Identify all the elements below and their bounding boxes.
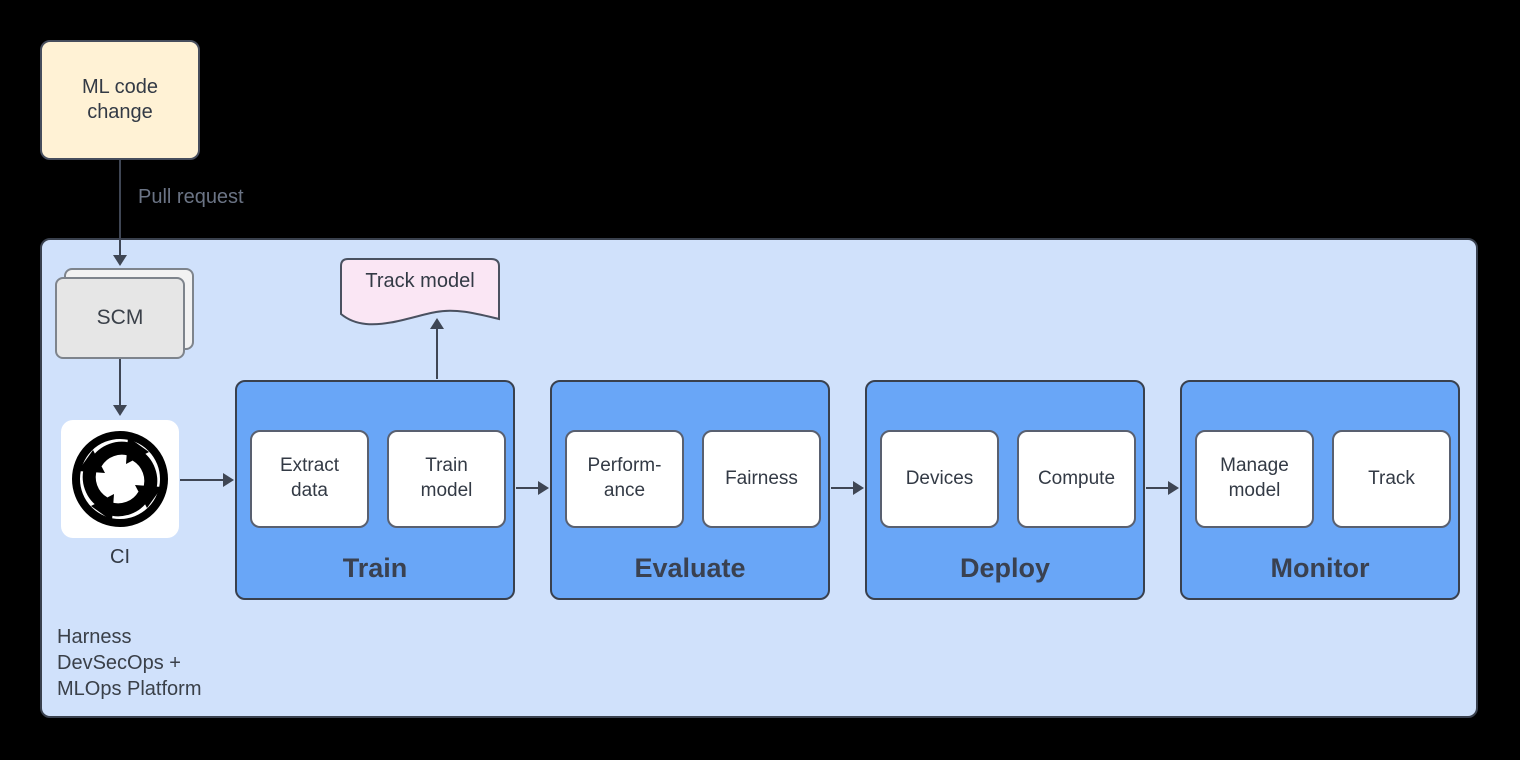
ml-code-change-label: ML code change: [82, 76, 158, 123]
track-model-label: Track model: [365, 270, 475, 292]
ml-code-change-node: ML code change: [40, 40, 200, 160]
document-shape: [340, 258, 500, 326]
ci-to-train-arrow: [180, 473, 234, 487]
train-item-train-model: Train model: [387, 430, 506, 528]
platform-label-line-2: DevSecOps +: [57, 652, 181, 674]
monitor-item-manage-model: Manage model: [1195, 430, 1314, 528]
pull-request-label: Pull request: [138, 186, 244, 208]
scm-label: SCM: [96, 306, 144, 329]
stage-monitor: Manage model Track Monitor: [1180, 380, 1460, 600]
monitor-item-track: Track: [1332, 430, 1451, 528]
pull-request-arrow: [113, 160, 127, 266]
train-to-evaluate-arrow: [516, 481, 549, 495]
deploy-item-devices: Devices: [880, 430, 999, 528]
evaluate-to-deploy-arrow: [831, 481, 864, 495]
evaluate-item-performance: Perform- ance: [565, 430, 684, 528]
ci-node: [61, 420, 179, 538]
stage-evaluate-title: Evaluate: [634, 553, 746, 583]
scm-node: SCM: [55, 277, 185, 359]
platform-label: Harness DevSecOps + MLOps Platform: [57, 624, 201, 702]
stage-train: Extract data Train model Train: [235, 380, 515, 600]
train-to-track-model-arrow: [430, 318, 444, 379]
scm-to-ci-arrow: [113, 359, 127, 416]
stage-monitor-title: Monitor: [1270, 553, 1370, 583]
deploy-item-compute: Compute: [1017, 430, 1136, 528]
platform-label-line-1: Harness: [57, 626, 132, 648]
deploy-to-monitor-arrow: [1146, 481, 1179, 495]
stage-deploy: Devices Compute Deploy: [865, 380, 1145, 600]
continuous-integration-cycle-icon: [72, 431, 168, 527]
stage-train-title: Train: [342, 553, 408, 583]
stage-evaluate: Perform- ance Fairness Evaluate: [550, 380, 830, 600]
stage-deploy-title: Deploy: [959, 553, 1051, 583]
ci-label: CI: [110, 546, 130, 568]
track-model-node: Track model: [340, 258, 500, 330]
train-item-extract-data: Extract data: [250, 430, 369, 528]
evaluate-item-fairness: Fairness: [702, 430, 821, 528]
platform-label-line-3: MLOps Platform: [57, 678, 202, 700]
